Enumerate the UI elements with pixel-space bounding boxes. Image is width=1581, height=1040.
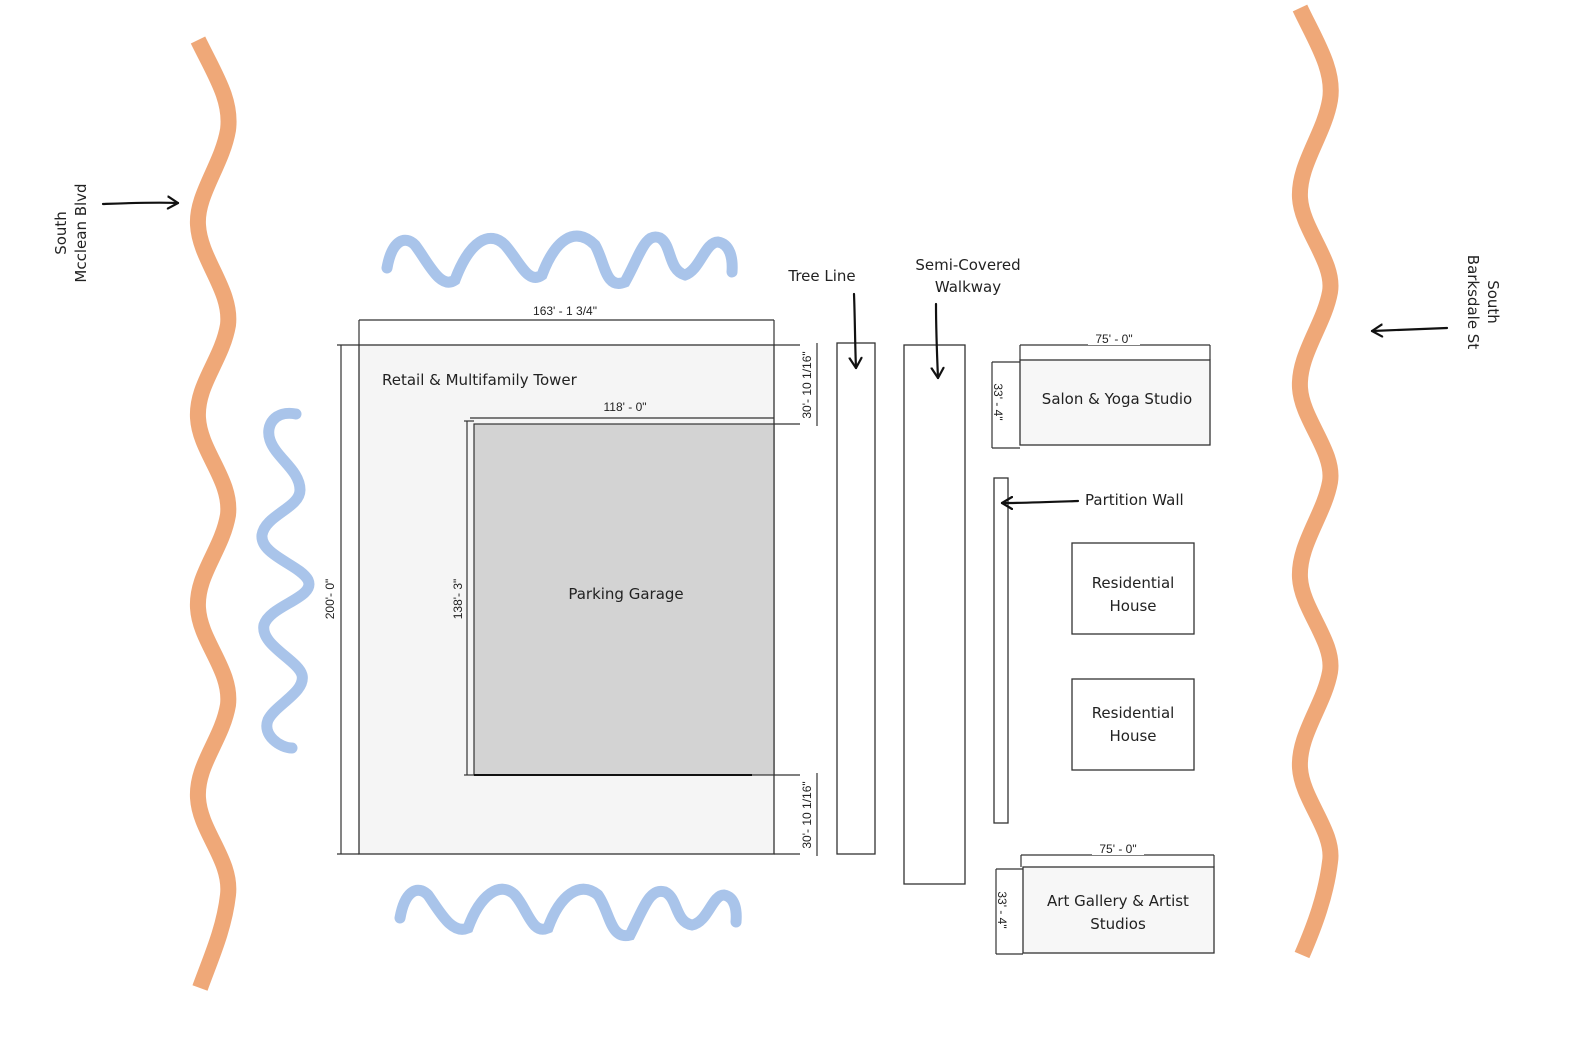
gallery-line1: Art Gallery & Artist <box>1047 892 1189 910</box>
west-road <box>189 36 237 991</box>
garage-height-dimension: 138'- 3" <box>451 420 474 776</box>
residential-house-2[interactable] <box>1071 678 1195 771</box>
salon-width-label: 75' - 0" <box>1095 332 1132 346</box>
walkway-arrow-icon <box>936 302 938 380</box>
gallery-height-dimension: 33' - 4" <box>995 868 1023 955</box>
east-street-line2: Barksdale St <box>1464 255 1482 350</box>
tower-label: Retail & Multifamily Tower <box>382 371 578 389</box>
east-street-arrow-icon <box>1370 328 1449 331</box>
residential-house-1[interactable] <box>1071 542 1195 635</box>
bottom-setback-label: 30'- 10 1/16" <box>800 781 814 848</box>
tree-line-arrow-icon <box>854 292 856 370</box>
walkway-label-line1: Semi-Covered <box>915 256 1020 274</box>
house1-line2: House <box>1109 597 1156 615</box>
east-street-label: South Barksdale St <box>1464 255 1502 350</box>
garage-width-label: 118' - 0" <box>603 400 646 414</box>
garage-label: Parking Garage <box>568 585 683 603</box>
top-setback-dimension: 30'- 10 1/16" <box>774 343 818 426</box>
tower-width-label: 163' - 1 3/4" <box>533 304 597 318</box>
tree-squiggle-top <box>381 230 738 289</box>
tree-line-label: Tree Line <box>787 267 855 285</box>
west-street-label: South Mcclean Blvd <box>52 183 90 282</box>
west-street-line2: Mcclean Blvd <box>72 183 90 282</box>
house2-line2: House <box>1109 727 1156 745</box>
gallery-width-label: 75' - 0" <box>1099 842 1136 856</box>
partition-wall[interactable] <box>993 477 1009 824</box>
west-street-arrow-icon <box>101 203 180 204</box>
walkway-label-line2: Walkway <box>935 278 1001 296</box>
salon-height-dimension: 33' - 4" <box>991 361 1020 449</box>
east-street-line1: South <box>1484 280 1502 324</box>
gallery-line2: Studios <box>1090 915 1146 933</box>
west-street-line1: South <box>52 211 70 255</box>
art-gallery-studios[interactable] <box>1022 866 1215 954</box>
gallery-width-dimension: 75' - 0" <box>1020 841 1215 867</box>
tower-height-label: 200'- 0" <box>323 579 337 620</box>
east-road <box>1291 4 1339 959</box>
salon-yoga-studio[interactable] <box>1019 359 1211 446</box>
bottom-setback-dimension: 30'- 10 1/16" <box>774 773 818 856</box>
house2-line1: Residential <box>1092 704 1175 722</box>
salon-height-label: 33' - 4" <box>991 383 1005 420</box>
partition-arrow-icon <box>1000 501 1080 503</box>
tower-height-dimension: 200'- 0" <box>323 344 359 855</box>
salon-label: Salon & Yoga Studio <box>1042 390 1192 408</box>
salon-width-dimension: 75' - 0" <box>1019 331 1211 360</box>
partition-wall-label: Partition Wall <box>1085 491 1184 509</box>
garage-width-dimension: 118' - 0" <box>470 400 774 419</box>
tower-width-dimension: 163' - 1 3/4" <box>358 304 775 345</box>
semi-covered-walkway[interactable] <box>903 344 966 885</box>
garage-height-label: 138'- 3" <box>451 579 465 620</box>
tree-squiggle-bottom <box>394 883 742 941</box>
gallery-height-label: 33' - 4" <box>995 891 1009 928</box>
tree-squiggle-left <box>256 407 315 754</box>
house1-line1: Residential <box>1092 574 1175 592</box>
tree-line-strip[interactable] <box>836 342 876 855</box>
parking-garage[interactable] <box>473 423 775 776</box>
top-setback-label: 30'- 10 1/16" <box>800 351 814 418</box>
